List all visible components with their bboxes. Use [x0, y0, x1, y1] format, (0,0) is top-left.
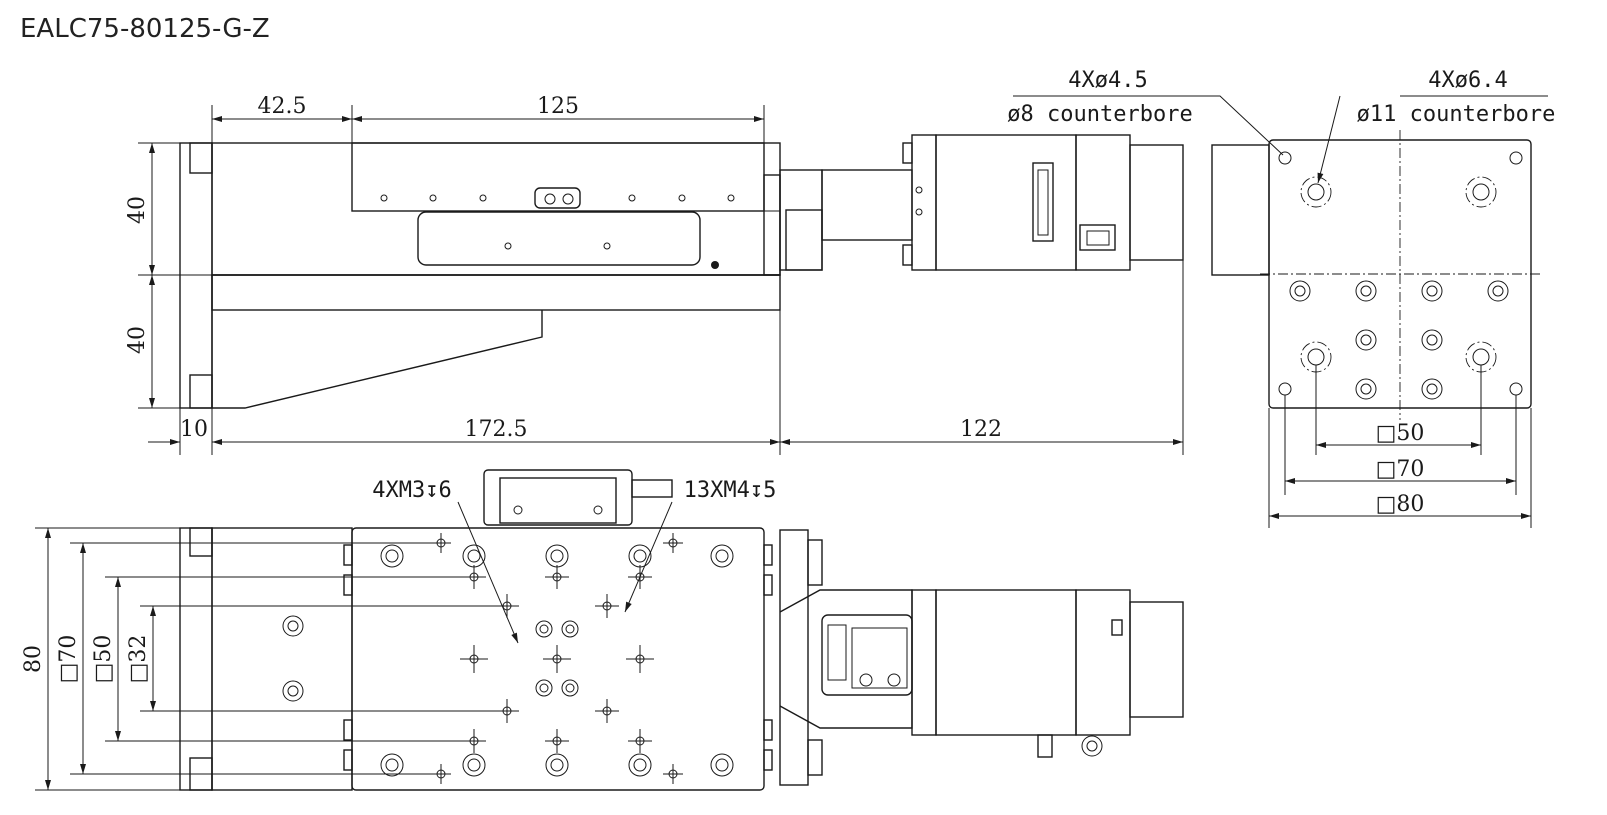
threaded-hole-crosses — [431, 533, 683, 784]
dim-40-lower: 40 — [125, 326, 150, 354]
dim-122: 122 — [960, 417, 1002, 442]
sq-70-plan: □70 — [56, 635, 81, 684]
sq-32-plan: □32 — [126, 635, 151, 684]
front-view — [179, 134, 1184, 409]
counterbore-holes — [1300, 176, 1497, 373]
threaded-holes — [1289, 280, 1509, 400]
drawing-title: EALC75-80125-G-Z — [20, 14, 270, 44]
plan-view: 4XM3↧6 13XM4↧5 80 □70 — [21, 469, 1184, 791]
front-view-dimensions: 42.5 125 40 40 10 172.5 122 — [125, 94, 1184, 455]
hole-large-callout: 4Xø6.4 — [1428, 68, 1507, 93]
sq-70-side: □70 — [1376, 457, 1425, 482]
sq-50-plan: □50 — [91, 635, 116, 684]
sq-50-side: □50 — [1376, 421, 1425, 446]
hole-large-cb-callout: ø11 counterbore — [1357, 102, 1556, 127]
m3-callout: 4XM3↧6 — [372, 478, 451, 503]
m4-callout: 13XM4↧5 — [684, 478, 777, 503]
hole-small-cb-callout: ø8 counterbore — [1007, 102, 1192, 127]
side-view: 4Xø4.5 ø8 counterbore 4Xø6.4 ø11 counter… — [1007, 68, 1555, 528]
dim-10: 10 — [180, 417, 208, 442]
dim-125: 125 — [537, 94, 579, 119]
hole-small-callout: 4Xø4.5 — [1068, 68, 1147, 93]
sq-80-side: □80 — [1376, 492, 1425, 517]
carriage-hole-row — [380, 194, 735, 202]
dim-42-5: 42.5 — [258, 94, 307, 119]
dim-40-upper: 40 — [125, 196, 150, 224]
dim-172-5: 172.5 — [465, 417, 528, 442]
dim-80-plan: 80 — [21, 645, 46, 673]
